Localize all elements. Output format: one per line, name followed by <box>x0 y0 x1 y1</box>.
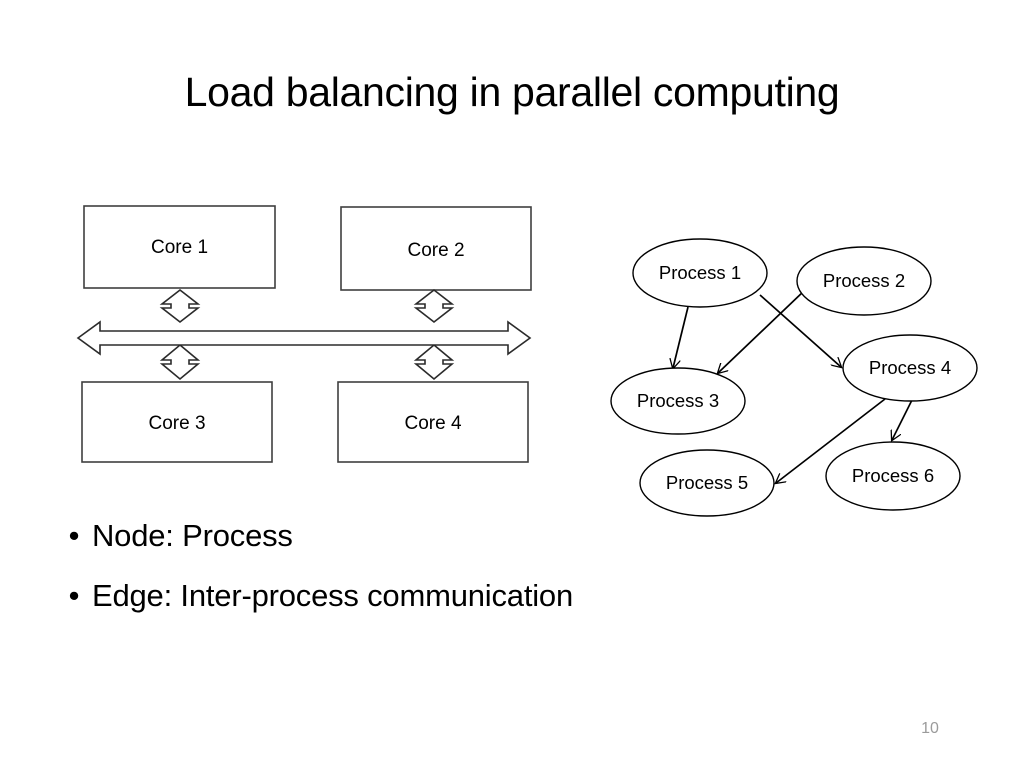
core-box-1-label: Core 1 <box>151 237 208 258</box>
core-box-3: Core 3 <box>81 381 273 463</box>
edge-process2-to-process3 <box>718 289 806 373</box>
page-number: 10 <box>921 720 939 737</box>
core-4-bus-arrow <box>413 343 455 381</box>
core-box-1: Core 1 <box>83 205 276 289</box>
process-node-5: Process 5 <box>639 449 775 517</box>
process-3-ellipse <box>610 367 746 435</box>
edge-process4-to-process6 <box>892 399 913 440</box>
bullet-edge-text: Edge: Inter-process communication <box>92 578 574 613</box>
process-1-ellipse <box>632 238 768 308</box>
multicore-bus-diagram: Core 1 Core 2 Core 3 Core 4 <box>60 185 560 485</box>
process-node-2: Process 2 <box>796 246 932 316</box>
core-box-4-label: Core 4 <box>404 413 461 434</box>
process-3-label: Process 3 <box>637 390 719 411</box>
bullet-list: • Node: Process • Edge: Inter-process co… <box>56 514 916 634</box>
bullet-marker-icon: • <box>68 518 80 553</box>
edge-process1-to-process3 <box>673 306 689 368</box>
page-title: Load balancing in parallel computing <box>184 69 840 115</box>
core-box-1-rect <box>83 205 276 289</box>
core-box-4: Core 4 <box>337 381 529 463</box>
core-box-3-rect <box>81 381 273 463</box>
core-3-bus-arrow <box>159 343 201 381</box>
process-graph-svg: Process 1 Process 2 Process 3 Process 4 … <box>610 238 978 517</box>
process-4-label: Process 4 <box>869 357 951 378</box>
edge-process4-to-process5 <box>776 398 886 483</box>
process-2-ellipse <box>796 246 932 316</box>
process-6-ellipse <box>825 441 961 511</box>
process-node-3: Process 3 <box>610 367 746 435</box>
core-box-3-label: Core 3 <box>148 413 205 434</box>
process-node-1: Process 1 <box>632 238 768 308</box>
process-2-label: Process 2 <box>823 270 905 291</box>
edge-process1-to-process4 <box>759 294 841 367</box>
system-bus-arrow <box>76 320 532 356</box>
bullet-marker-icon: • <box>68 578 80 613</box>
core-2-bus-arrow <box>413 288 455 324</box>
core-box-4-rect <box>337 381 529 463</box>
process-6-label: Process 6 <box>852 465 934 486</box>
core-box-2: Core 2 <box>340 206 532 291</box>
core-1-bus-arrow <box>159 288 201 324</box>
process-5-ellipse <box>639 449 775 517</box>
core-box-2-rect <box>340 206 532 291</box>
process-communication-graph: Process 1 Process 2 Process 3 Process 4 … <box>595 228 1005 523</box>
process-node-4: Process 4 <box>842 334 978 402</box>
process-5-label: Process 5 <box>666 472 748 493</box>
list-item: • Node: Process <box>56 514 916 558</box>
core-box-2-label: Core 2 <box>407 240 464 261</box>
list-item: • Edge: Inter-process communication <box>56 574 916 618</box>
bullet-node-text: Node: Process <box>92 518 293 553</box>
process-node-6: Process 6 <box>825 441 961 511</box>
process-4-ellipse <box>842 334 978 402</box>
core-diagram-svg: Core 1 Core 2 Core 3 Core 4 <box>76 205 532 463</box>
process-1-label: Process 1 <box>659 262 741 283</box>
